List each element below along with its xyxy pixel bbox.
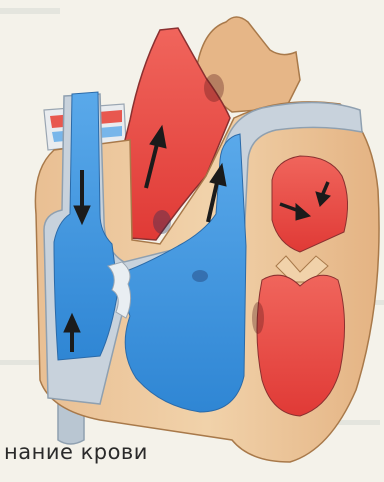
caption-text: нание крови: [4, 440, 148, 464]
